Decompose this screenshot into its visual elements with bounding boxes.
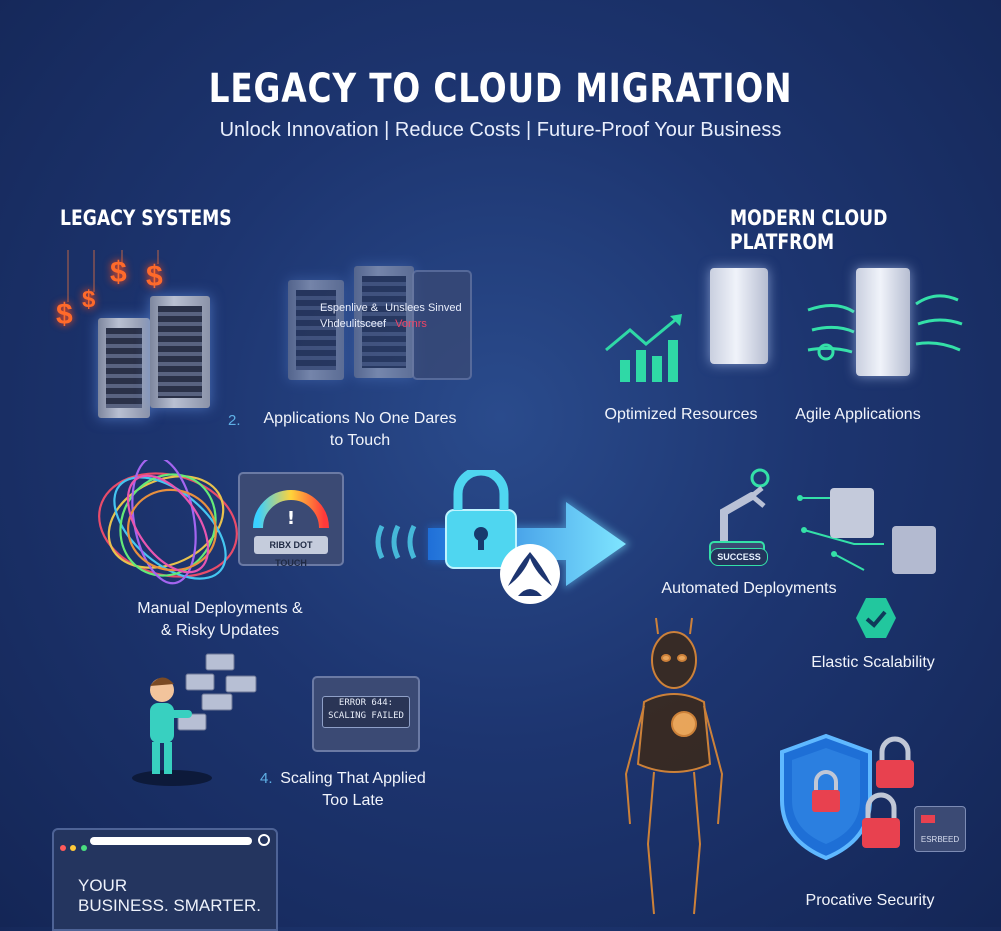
error-line2: SCALING FAILED [328, 711, 404, 721]
dollar-sign-1: $ [56, 298, 73, 331]
page-subtitle: Unlock Innovation | Reduce Costs | Futur… [219, 119, 782, 141]
proactive-security-label: Procative Security [805, 892, 935, 909]
card-label: ESRBEED [920, 835, 960, 844]
footer-text: YOUR BUSINESS. SMARTER. [78, 876, 261, 916]
cloud-platform-heading: MODERN CLOUD PLATFROM [730, 206, 888, 254]
footer-line1: YOUR [78, 876, 128, 895]
dollar-sign-3: $ [110, 256, 127, 289]
legacy-screen-text: Espenlive & Unslees Sinved Vhdeulitsceef… [320, 300, 470, 332]
scaling-label-line1: Scaling That Applied [280, 770, 426, 787]
screen-text-1: Espenlive & [320, 302, 379, 314]
robot-figure-icon [624, 617, 724, 915]
legacy-server-icon [98, 318, 150, 418]
dollar-icons: $ $ $ $ [50, 250, 180, 340]
window-dots [60, 838, 87, 856]
gauge-window: ! RIBX DOT TOUCH [238, 472, 344, 568]
manual-deployments-label: Manual Deployments & & Risky Updates [110, 598, 330, 642]
search-icon [258, 834, 270, 846]
dollar-sign-4: $ [146, 260, 163, 293]
legacy-server-icon-2 [150, 296, 210, 408]
migration-arrow-icon [375, 470, 630, 604]
screen-text-2: Unslees Sinved [385, 302, 462, 314]
scaling-label: Scaling That Applied Too Late [268, 768, 438, 812]
error-message: ERROR 644: SCALING FAILED [322, 696, 410, 728]
manual-label-line1: Manual Deployments & [137, 600, 303, 617]
agile-server-icon [856, 268, 910, 376]
card-chip [921, 815, 935, 823]
step-number-2: 2. [228, 412, 241, 429]
agile-applications-label: Agile Applications [795, 406, 921, 423]
growth-chart-icon [605, 314, 682, 382]
optimized-resources-label: Optimized Resources [604, 406, 758, 423]
footer-line2: BUSINESS. SMARTER. [78, 896, 261, 915]
applications-label-line2: to Touch [329, 432, 391, 449]
dollar-sign-2: $ [82, 286, 96, 313]
browser-card: YOUR BUSINESS. SMARTER. [52, 828, 278, 931]
gauge-icon: ! [253, 490, 329, 529]
faded-server-icon [288, 280, 344, 380]
cloud-server-icon [710, 268, 768, 364]
step-number-4: 4. [260, 770, 273, 787]
elastic-scalability-label: Elastic Scalability [811, 654, 935, 671]
agile-flow-icon [807, 294, 963, 361]
gauge-label: RIBX DOT TOUCH [254, 536, 328, 568]
person-carrying-boxes-icon [132, 653, 257, 786]
security-shield-icon [780, 733, 914, 861]
screen-text-3: Vhdeulitsceef [320, 318, 387, 330]
checkmark-hexagon-icon [856, 598, 896, 638]
address-bar [90, 837, 252, 845]
error-window: ERROR 644: SCALING FAILED [312, 676, 420, 752]
error-line1: ERROR 644: [338, 698, 394, 708]
access-card-icon: ESRBEED [914, 806, 966, 852]
dollar-icon [67, 250, 159, 302]
tangled-wires-icon [98, 460, 238, 585]
scaling-label-line2: Too Late [322, 792, 384, 809]
network-servers-icon [797, 488, 936, 574]
success-badge: SUCCESS [710, 548, 768, 566]
legacy-systems-heading: LEGACY SYSTEMS [60, 206, 232, 230]
svg-text:!: ! [287, 508, 295, 529]
automated-deployments-label: Automated Deployments [661, 580, 837, 597]
page-title: LEGACY TO CLOUD MIGRATION [208, 66, 793, 112]
manual-label-line2: & Risky Updates [160, 622, 280, 639]
faded-window-icon [412, 270, 472, 380]
faded-server-icon-2 [354, 266, 414, 378]
applications-label-line1: Applications No One Dares [263, 410, 457, 427]
applications-label: Applications No One Dares to Touch [250, 408, 470, 452]
screen-text-4: Vornrs [395, 318, 427, 330]
